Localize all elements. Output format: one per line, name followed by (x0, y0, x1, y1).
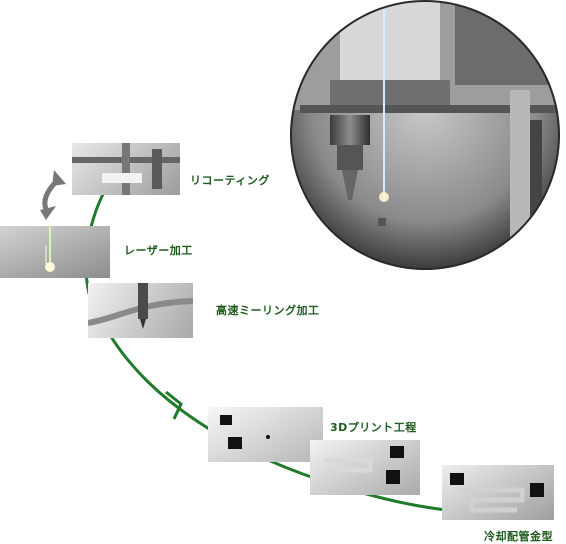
milling-image (88, 283, 193, 338)
step-label-laser: レーザー加工 (124, 244, 193, 257)
step-label-mold: 冷却配管金型 (484, 530, 553, 543)
laser-image (0, 226, 110, 278)
recoating-image (72, 143, 180, 195)
step-label-recoating: リコーティング (190, 174, 270, 187)
cooling-mold-image (442, 465, 554, 520)
arrow-icon (165, 390, 183, 420)
double-arrow-icon (40, 170, 66, 220)
step-label-milling: 高速ミーリング加工 (216, 304, 320, 317)
print-image-2 (310, 440, 420, 495)
step-label-3dprint: 3Dプリント工程 (330, 421, 417, 434)
print-image (208, 407, 323, 462)
machine-photo (290, 0, 560, 270)
